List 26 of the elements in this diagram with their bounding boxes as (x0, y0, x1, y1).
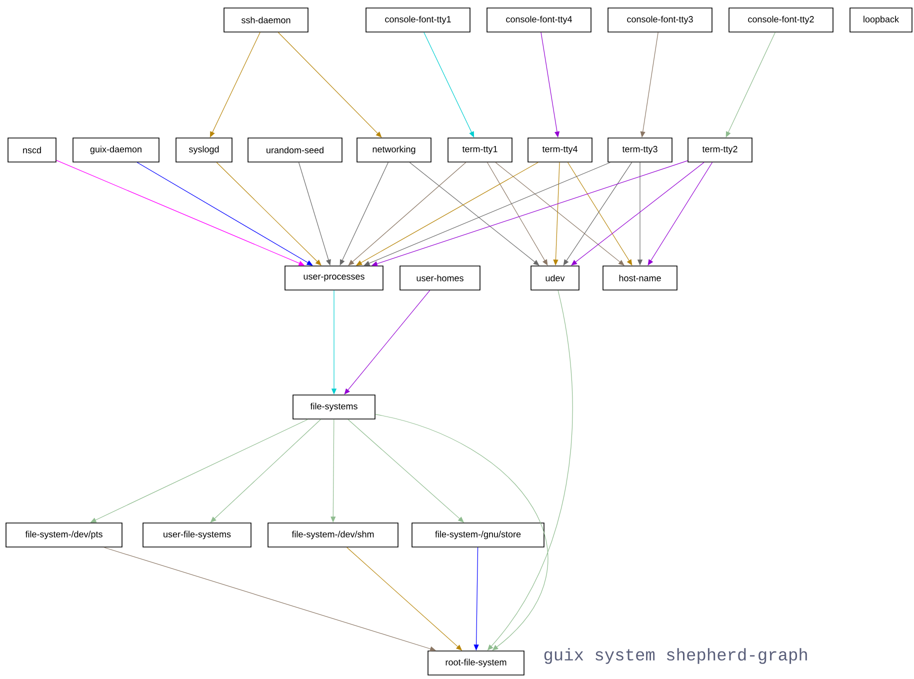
service-box: guix-daemon (72, 138, 160, 162)
service-box: host-name (602, 266, 678, 290)
service-box: term-tty1 (448, 138, 512, 162)
service-box: loopback (850, 8, 912, 32)
service-box: user-processes (284, 266, 384, 290)
service-box: user-homes (400, 266, 480, 290)
service-box: console-font-tty4 (486, 8, 592, 32)
service-box: root-file-system (428, 650, 524, 676)
service-box: console-font-tty2 (728, 8, 834, 32)
service-box: file-system-/dev/pts (6, 522, 122, 548)
service-box: term-tty2 (688, 138, 752, 162)
service-box: console-font-tty3 (608, 8, 712, 32)
service-box: ssh-daemon (224, 8, 308, 32)
service-box: networking (356, 138, 432, 162)
service-box: urandom-seed (248, 138, 342, 162)
service-box: syslogd (176, 138, 232, 162)
service-box: file-systems (292, 394, 376, 420)
service-box: user-file-systems (142, 522, 252, 548)
caption: guix system shepherd-graph (544, 648, 807, 664)
service-box: term-tty4 (528, 138, 592, 162)
service-box: console-font-tty1 (366, 8, 470, 32)
service-box: file-system-/dev/shm (268, 522, 398, 548)
service-box: nscd (8, 138, 56, 162)
service-box: udev (530, 266, 580, 290)
service-box: file-system-/gnu/store (412, 522, 544, 548)
service-box: term-tty3 (608, 138, 672, 162)
